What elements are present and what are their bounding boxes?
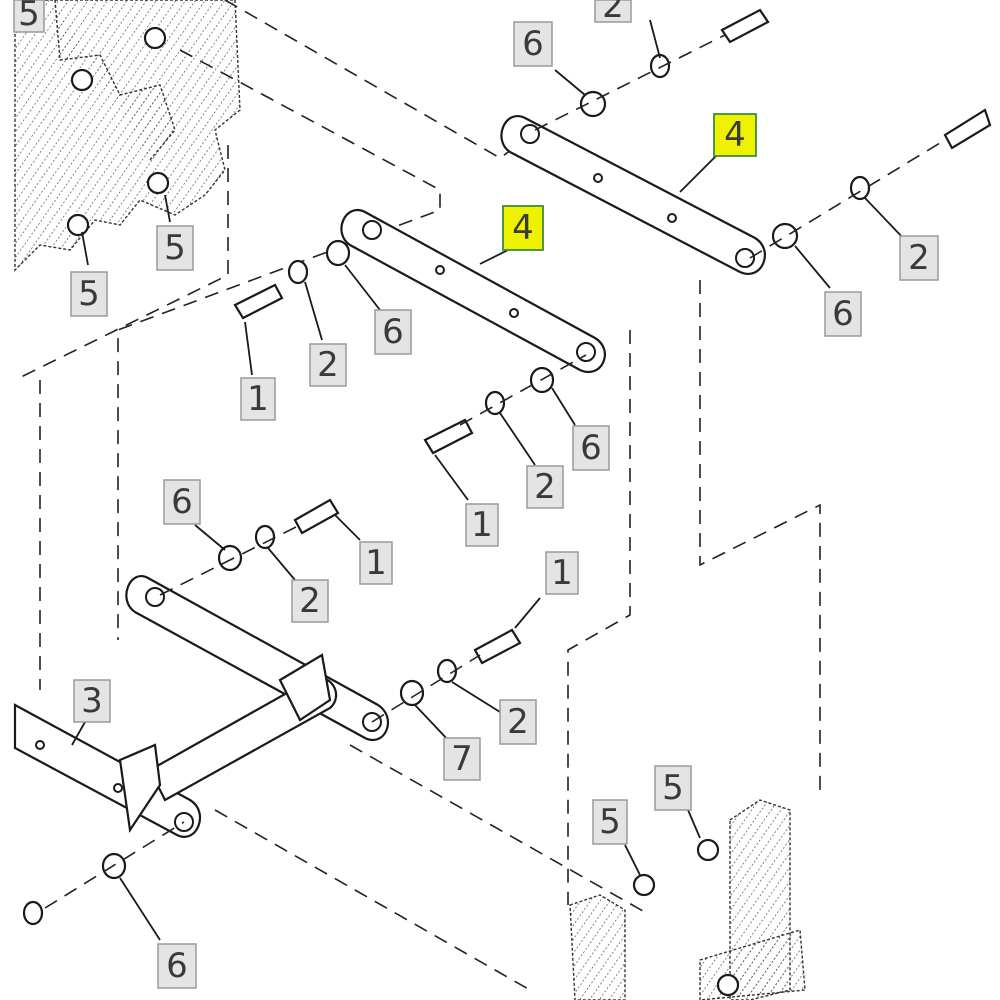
callout-label: 6 [382,312,404,352]
callout-2-mid2: 2 [526,465,564,509]
callout-label: 5 [662,768,684,808]
lower-link-assembly [13,575,390,838]
callout-label: 6 [832,294,854,334]
hardware [22,8,992,997]
callout-label: 2 [908,238,930,278]
callout-1-mid2: 1 [465,503,499,547]
callout-2-top: 2 [594,0,632,26]
callout-label: 2 [299,581,321,621]
callout-6-right: 6 [824,291,862,337]
callout-2-mid: 2 [309,343,347,387]
callout-label: 5 [78,274,100,314]
callout-label: 6 [166,946,188,986]
callout-5-b: 5 [70,271,108,317]
callout-label: 6 [580,428,602,468]
callout-label: 1 [365,543,387,583]
callout-label: 6 [522,24,544,64]
link-plate-upper [500,115,766,275]
callout-label: 4 [512,208,534,248]
callout-label: 2 [507,702,529,742]
hatched-bracket-bottom-right [569,799,806,1000]
callout-label: 2 [602,0,624,26]
callout-2-right: 2 [899,235,939,281]
callout-6-top: 6 [513,21,553,67]
callout-label: 5 [18,0,40,34]
callout-label: 2 [317,345,339,385]
callout-1-mid: 1 [240,377,276,421]
callout-label: 4 [724,115,746,155]
callout-label: 1 [551,553,573,593]
callout-label: 1 [247,379,269,419]
callout-6-bottom: 6 [157,943,197,989]
callout-5-bottom-right-1: 5 [592,799,628,845]
callout-5-bottom-right-2: 5 [654,765,692,811]
leader-lines [71,19,906,941]
callout-label: 3 [81,681,103,721]
callout-3: 3 [73,679,111,723]
callout-label: 5 [599,802,621,842]
callout-6-low: 6 [163,479,201,525]
callout-label: 1 [471,505,493,545]
callout-2-low2: 2 [499,699,537,745]
callout-6-mid2: 6 [572,425,610,471]
callout-6-mid: 6 [374,309,412,355]
link-plate-middle [340,209,606,374]
callout-7: 7 [443,737,481,781]
callout-4-right-highlighted: 4 [713,113,757,157]
callout-label: 7 [451,739,473,779]
frame-outlines [14,0,821,991]
callout-1-low: 1 [359,541,393,585]
callout-5-top-left: 5 [13,0,45,34]
callout-label: 6 [171,482,193,522]
callout-4-middle-highlighted: 4 [502,205,544,251]
callout-label: 5 [164,228,186,268]
callout-label: 2 [534,467,556,507]
callout-1-low2: 1 [545,551,579,595]
hatched-casting-top-left [14,0,241,272]
callout-5-a: 5 [156,225,194,271]
callout-2-low: 2 [291,579,329,623]
